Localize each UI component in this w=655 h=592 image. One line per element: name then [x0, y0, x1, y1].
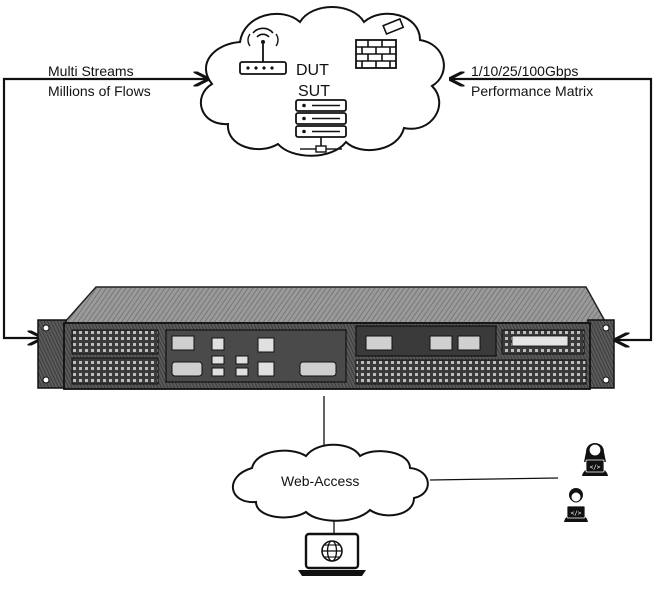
rack-server-appliance-icon: [37, 286, 615, 390]
dut-label: DUT: [296, 62, 329, 79]
firewall-icon: [355, 17, 405, 69]
right-connection: [452, 79, 653, 340]
developer-user-icon-b: </>: [564, 488, 588, 522]
developer-user-icon-a: </>: [582, 443, 608, 476]
svg-text:</>: </>: [571, 510, 582, 517]
server-rack-icon: [295, 99, 347, 153]
left-connection: [2, 79, 206, 338]
left-label-line1: Multi Streams: [48, 63, 134, 79]
web-access-label: Web-Access: [281, 473, 359, 489]
sut-label: SUT: [298, 83, 330, 100]
cloud-to-users-line: [429, 477, 559, 481]
left-label-line2: Millions of Flows: [48, 83, 151, 99]
right-label-line1: 1/10/25/100Gbps: [471, 63, 578, 79]
wifi-router-icon: [239, 27, 287, 75]
bottom-cloud: [232, 443, 429, 522]
svg-text:</>: </>: [590, 464, 601, 471]
laptop-globe-icon: [298, 532, 366, 576]
right-label-line2: Performance Matrix: [471, 83, 593, 99]
